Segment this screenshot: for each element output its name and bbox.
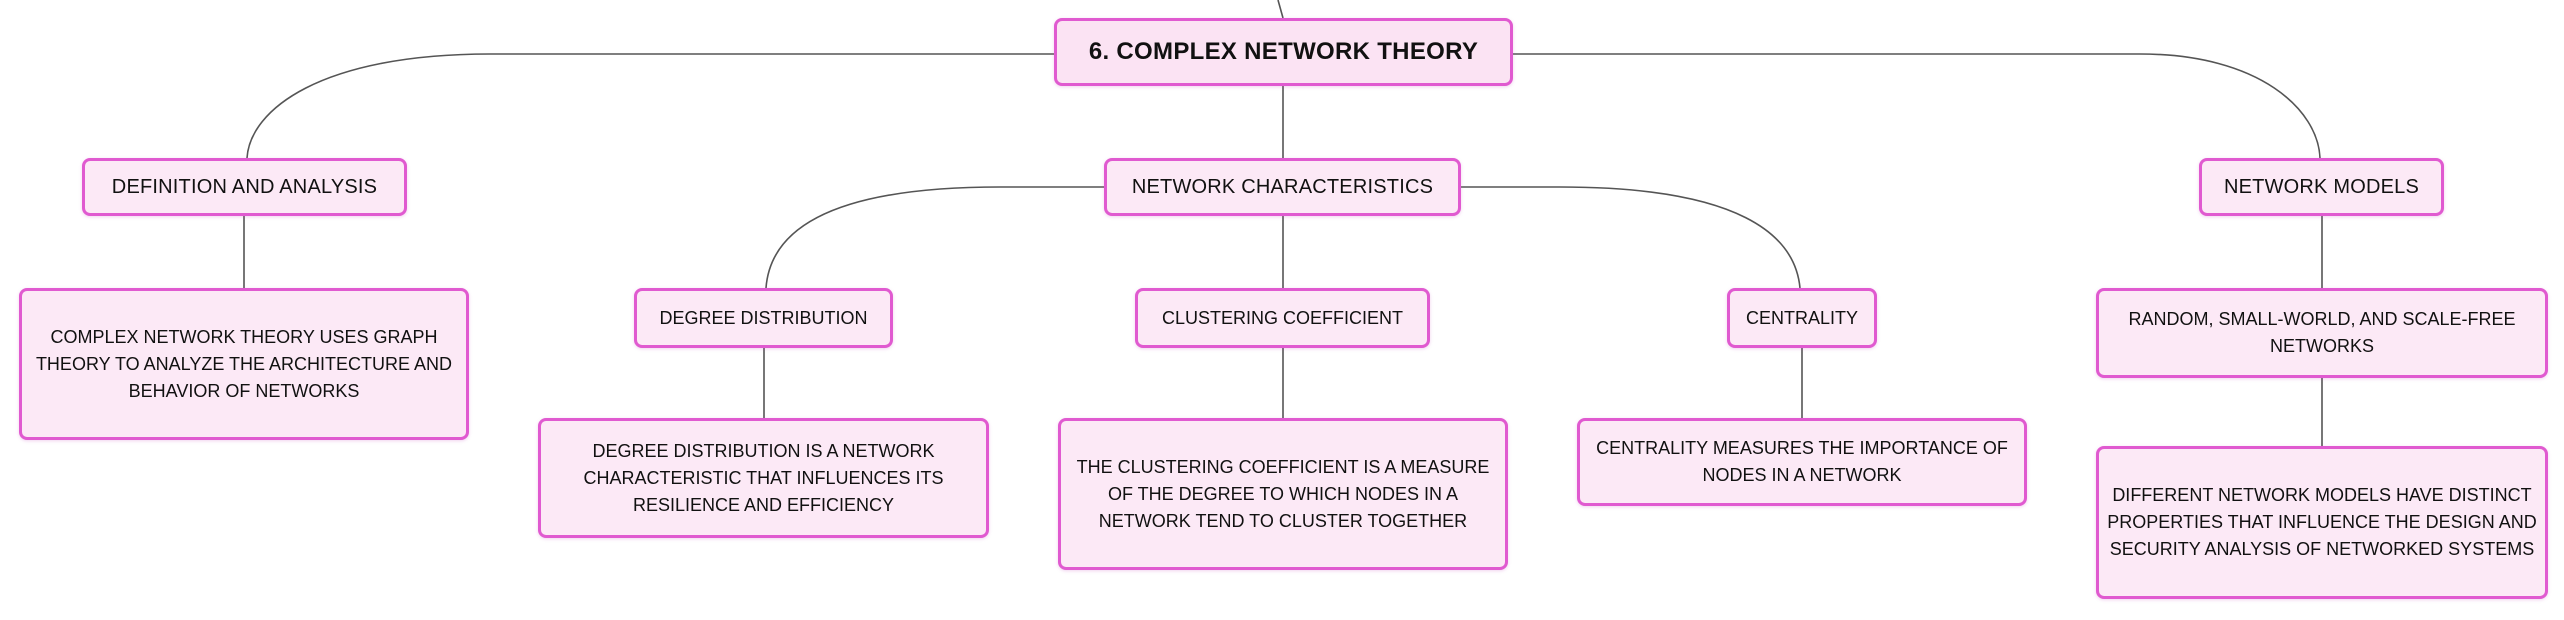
- centrality-detail-text: CENTRALITY MEASURES THE IMPORTANCE OF NO…: [1596, 438, 2008, 485]
- connector-root-to-definition: [246, 53, 1055, 159]
- degree-distribution-node[interactable]: DEGREE DISTRIBUTION: [634, 288, 893, 348]
- clustering-coefficient-label: CLUSTERING COEFFICIENT: [1161, 307, 1403, 328]
- connector-characteristics-to-degree: [765, 186, 1105, 289]
- centrality-node[interactable]: CENTRALITY: [1727, 288, 1877, 348]
- degree-distribution-label: DEGREE DISTRIBUTION: [659, 307, 868, 328]
- network-models-detail-node[interactable]: DIFFERENT NETWORK MODELS HAVE DISTINCT P…: [2096, 446, 2548, 599]
- clustering-coefficient-detail-text: THE CLUSTERING COEFFICIENT IS A MEASURE …: [1076, 456, 1490, 531]
- clustering-coefficient-node[interactable]: CLUSTERING COEFFICIENT: [1135, 288, 1430, 348]
- clustering-coefficient-detail-node[interactable]: THE CLUSTERING COEFFICIENT IS A MEASURE …: [1058, 418, 1508, 570]
- definition-detail-node[interactable]: COMPLEX NETWORK THEORY USES GRAPH THEORY…: [19, 288, 469, 440]
- network-models-detail-text: DIFFERENT NETWORK MODELS HAVE DISTINCT P…: [2107, 485, 2537, 559]
- definition-and-analysis-label: DEFINITION AND ANALYSIS: [111, 175, 378, 198]
- network-model-types-node[interactable]: RANDOM, SMALL-WORLD, AND SCALE-FREE NETW…: [2096, 288, 2548, 378]
- degree-distribution-detail-node[interactable]: DEGREE DISTRIBUTION IS A NETWORK CHARACT…: [538, 418, 989, 538]
- connector-root-to-models: [1512, 53, 2321, 159]
- network-models-node[interactable]: NETWORK MODELS: [2199, 158, 2444, 216]
- degree-distribution-detail-text: DEGREE DISTRIBUTION IS A NETWORK CHARACT…: [583, 440, 944, 515]
- root-node-label: 6. COMPLEX NETWORK THEORY: [1088, 38, 1479, 65]
- network-model-types-text: RANDOM, SMALL-WORLD, AND SCALE-FREE NETW…: [2128, 309, 2516, 356]
- network-models-label: NETWORK MODELS: [2223, 175, 2420, 198]
- network-characteristics-node[interactable]: NETWORK CHARACTERISTICS: [1104, 158, 1461, 216]
- centrality-detail-node[interactable]: CENTRALITY MEASURES THE IMPORTANCE OF NO…: [1577, 418, 2027, 506]
- definition-detail-text: COMPLEX NETWORK THEORY USES GRAPH THEORY…: [35, 326, 453, 401]
- connector-parent-to-root: [1277, 0, 1284, 19]
- network-characteristics-label: NETWORK CHARACTERISTICS: [1131, 175, 1434, 198]
- root-node[interactable]: 6. COMPLEX NETWORK THEORY: [1054, 18, 1513, 86]
- definition-and-analysis-node[interactable]: DEFINITION AND ANALYSIS: [82, 158, 407, 216]
- centrality-label: CENTRALITY: [1745, 307, 1859, 328]
- connector-characteristics-to-centrality: [1460, 186, 1801, 289]
